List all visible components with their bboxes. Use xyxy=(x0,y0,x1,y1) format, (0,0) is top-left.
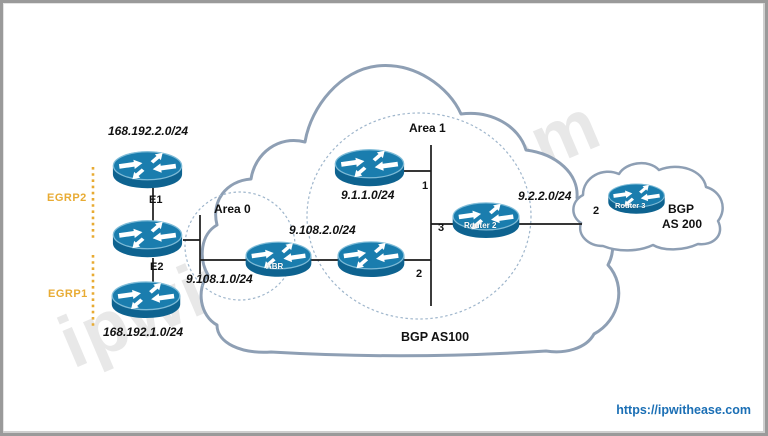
egrp1-label: EGRP1 xyxy=(48,288,88,300)
router-icon-bottom-left xyxy=(111,280,181,319)
bgp-as200-label-line1: BGP xyxy=(668,202,695,216)
egrp2-label: EGRP2 xyxy=(47,192,87,204)
router2-name: Router 2 xyxy=(464,221,497,230)
network-label-9-108-2: 9.108.2.0/24 xyxy=(289,223,356,237)
port-label-2: 2 xyxy=(416,268,423,280)
interface-e1-label: E1 xyxy=(149,194,163,206)
router-icon-area1-top xyxy=(334,148,405,187)
router-icon-abr xyxy=(245,240,312,278)
diagram-canvas xyxy=(91,64,724,358)
router-icon-top-left xyxy=(112,150,183,189)
network-label-168-192-2: 168.192.2.0/24 xyxy=(108,124,189,138)
bgp-as200-label-line2: AS 200 xyxy=(662,217,703,231)
site-url-link[interactable]: https://ipwithease.com xyxy=(616,403,751,417)
router3-name: Router 3 xyxy=(615,201,646,210)
bgp-as100-cloud xyxy=(199,64,621,358)
area1-boundary-circle xyxy=(306,112,532,320)
area0-title: Area 0 xyxy=(214,202,251,216)
port-label-3: 3 xyxy=(438,222,445,234)
network-label-9-108-1: 9.108.1.0/24 xyxy=(186,272,253,286)
router-icon-mid-left xyxy=(112,219,183,258)
network-label-9-1-1: 9.1.1.0/24 xyxy=(341,188,395,202)
interface-e2-label: E2 xyxy=(150,261,164,273)
router-icon-area1-bottom xyxy=(337,240,405,278)
bgp-as100-label: BGP AS100 xyxy=(401,330,470,344)
area1-title: Area 1 xyxy=(409,121,446,135)
abr-router-name: ABR xyxy=(266,262,284,271)
port-label-1: 1 xyxy=(422,180,429,192)
network-label-168-192-1: 168.192.1.0/24 xyxy=(103,325,184,339)
port-label-2-as200: 2 xyxy=(593,205,600,217)
network-label-9-2-2: 9.2.2.0/24 xyxy=(518,189,572,203)
